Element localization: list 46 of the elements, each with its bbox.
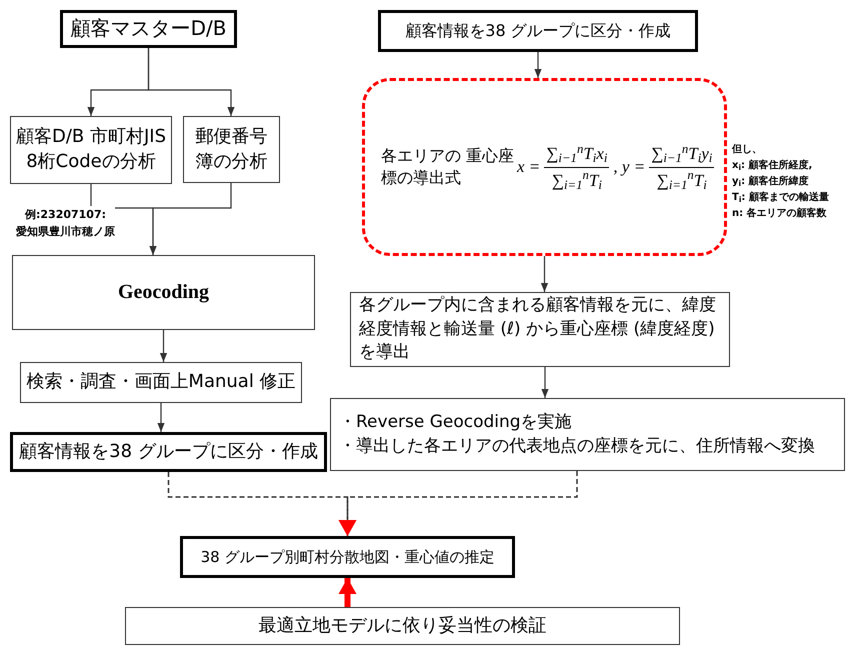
arrow — [534, 52, 542, 78]
arrow — [157, 403, 165, 432]
formula-numerator: ∑$_{i−1}$$^{n}$T$_{i}$x$_{i}$ — [545, 141, 608, 166]
arrow — [338, 578, 356, 607]
arrow — [541, 367, 549, 398]
arrow — [148, 48, 235, 116]
box-text: 38 グループ別町村分散地図・重心値の推定 — [200, 546, 494, 568]
process-box — [12, 255, 315, 330]
box-text: ・導出した各エリアの代表地点の座標を元に、住所情報へ変換 — [339, 434, 815, 458]
variable-note: T$_{i}$: 顧客までの輸送量 — [732, 190, 830, 206]
arrow — [338, 471, 578, 536]
variable-note: y$_{i}$: 顧客住所緯度 — [732, 174, 810, 190]
box-text: 検索・調査・画面上Manual 修正 — [26, 370, 296, 394]
example-note: 愛知県豊川市穂ノ原 — [16, 224, 115, 240]
formula-numerator: ∑$_{i−1}$$^{n}$T$_{i}$y$_{i}$ — [650, 141, 714, 166]
title-box — [378, 10, 698, 52]
process-box — [10, 432, 327, 472]
arrow — [160, 330, 168, 362]
result-box — [180, 536, 515, 578]
arrow — [149, 183, 232, 255]
formula-denominator: ∑$_{i=1}$$^{n}$T$_{i}$ — [550, 168, 603, 193]
process-box — [330, 398, 845, 471]
box-text: 各グループ内に含まれる顧客情報を元に、緯度経度情報と輸送量 (ℓ) から重心座標 (緯度経度) を導出 — [359, 294, 717, 364]
formula-term: , y = — [613, 156, 646, 178]
variable-note: 但し、 — [732, 143, 763, 157]
box-text: 顧客マスターD/B — [70, 15, 226, 42]
variable-note: n: 各エリアの顧客数 — [732, 206, 828, 221]
formula-heading: 各エリアの 重心座標の導出式 — [381, 145, 516, 189]
box-text: Geocoding — [118, 280, 210, 305]
process-box — [10, 116, 172, 184]
process-box — [183, 116, 280, 183]
box-text: 顧客情報を38 グループに区分・作成 — [405, 20, 671, 42]
arrow — [540, 256, 548, 292]
box-text: 最適立地モデルに依り妥当性の検証 — [258, 614, 546, 638]
box-text: 顧客情報を38 グループに区分・作成 — [19, 440, 318, 464]
variable-note: x$_{i}$: 顧客住所経度, — [732, 158, 814, 174]
box-text: 郵便番号簿の分析 — [194, 124, 268, 174]
box-text: ・Reverse Geocodingを実施 — [339, 411, 572, 434]
formula-box — [362, 78, 727, 256]
formula-term: x = — [517, 156, 540, 178]
title-box — [60, 10, 237, 48]
box-text: 顧客D/B 市町村JIS 8桁Codeの分析 — [14, 125, 168, 174]
process-box — [20, 362, 302, 403]
example-note: 例:23207107: — [24, 207, 106, 223]
formula-denominator: ∑$_{i=1}$$^{n}$T$_{i}$ — [656, 168, 708, 193]
process-box — [125, 607, 680, 645]
